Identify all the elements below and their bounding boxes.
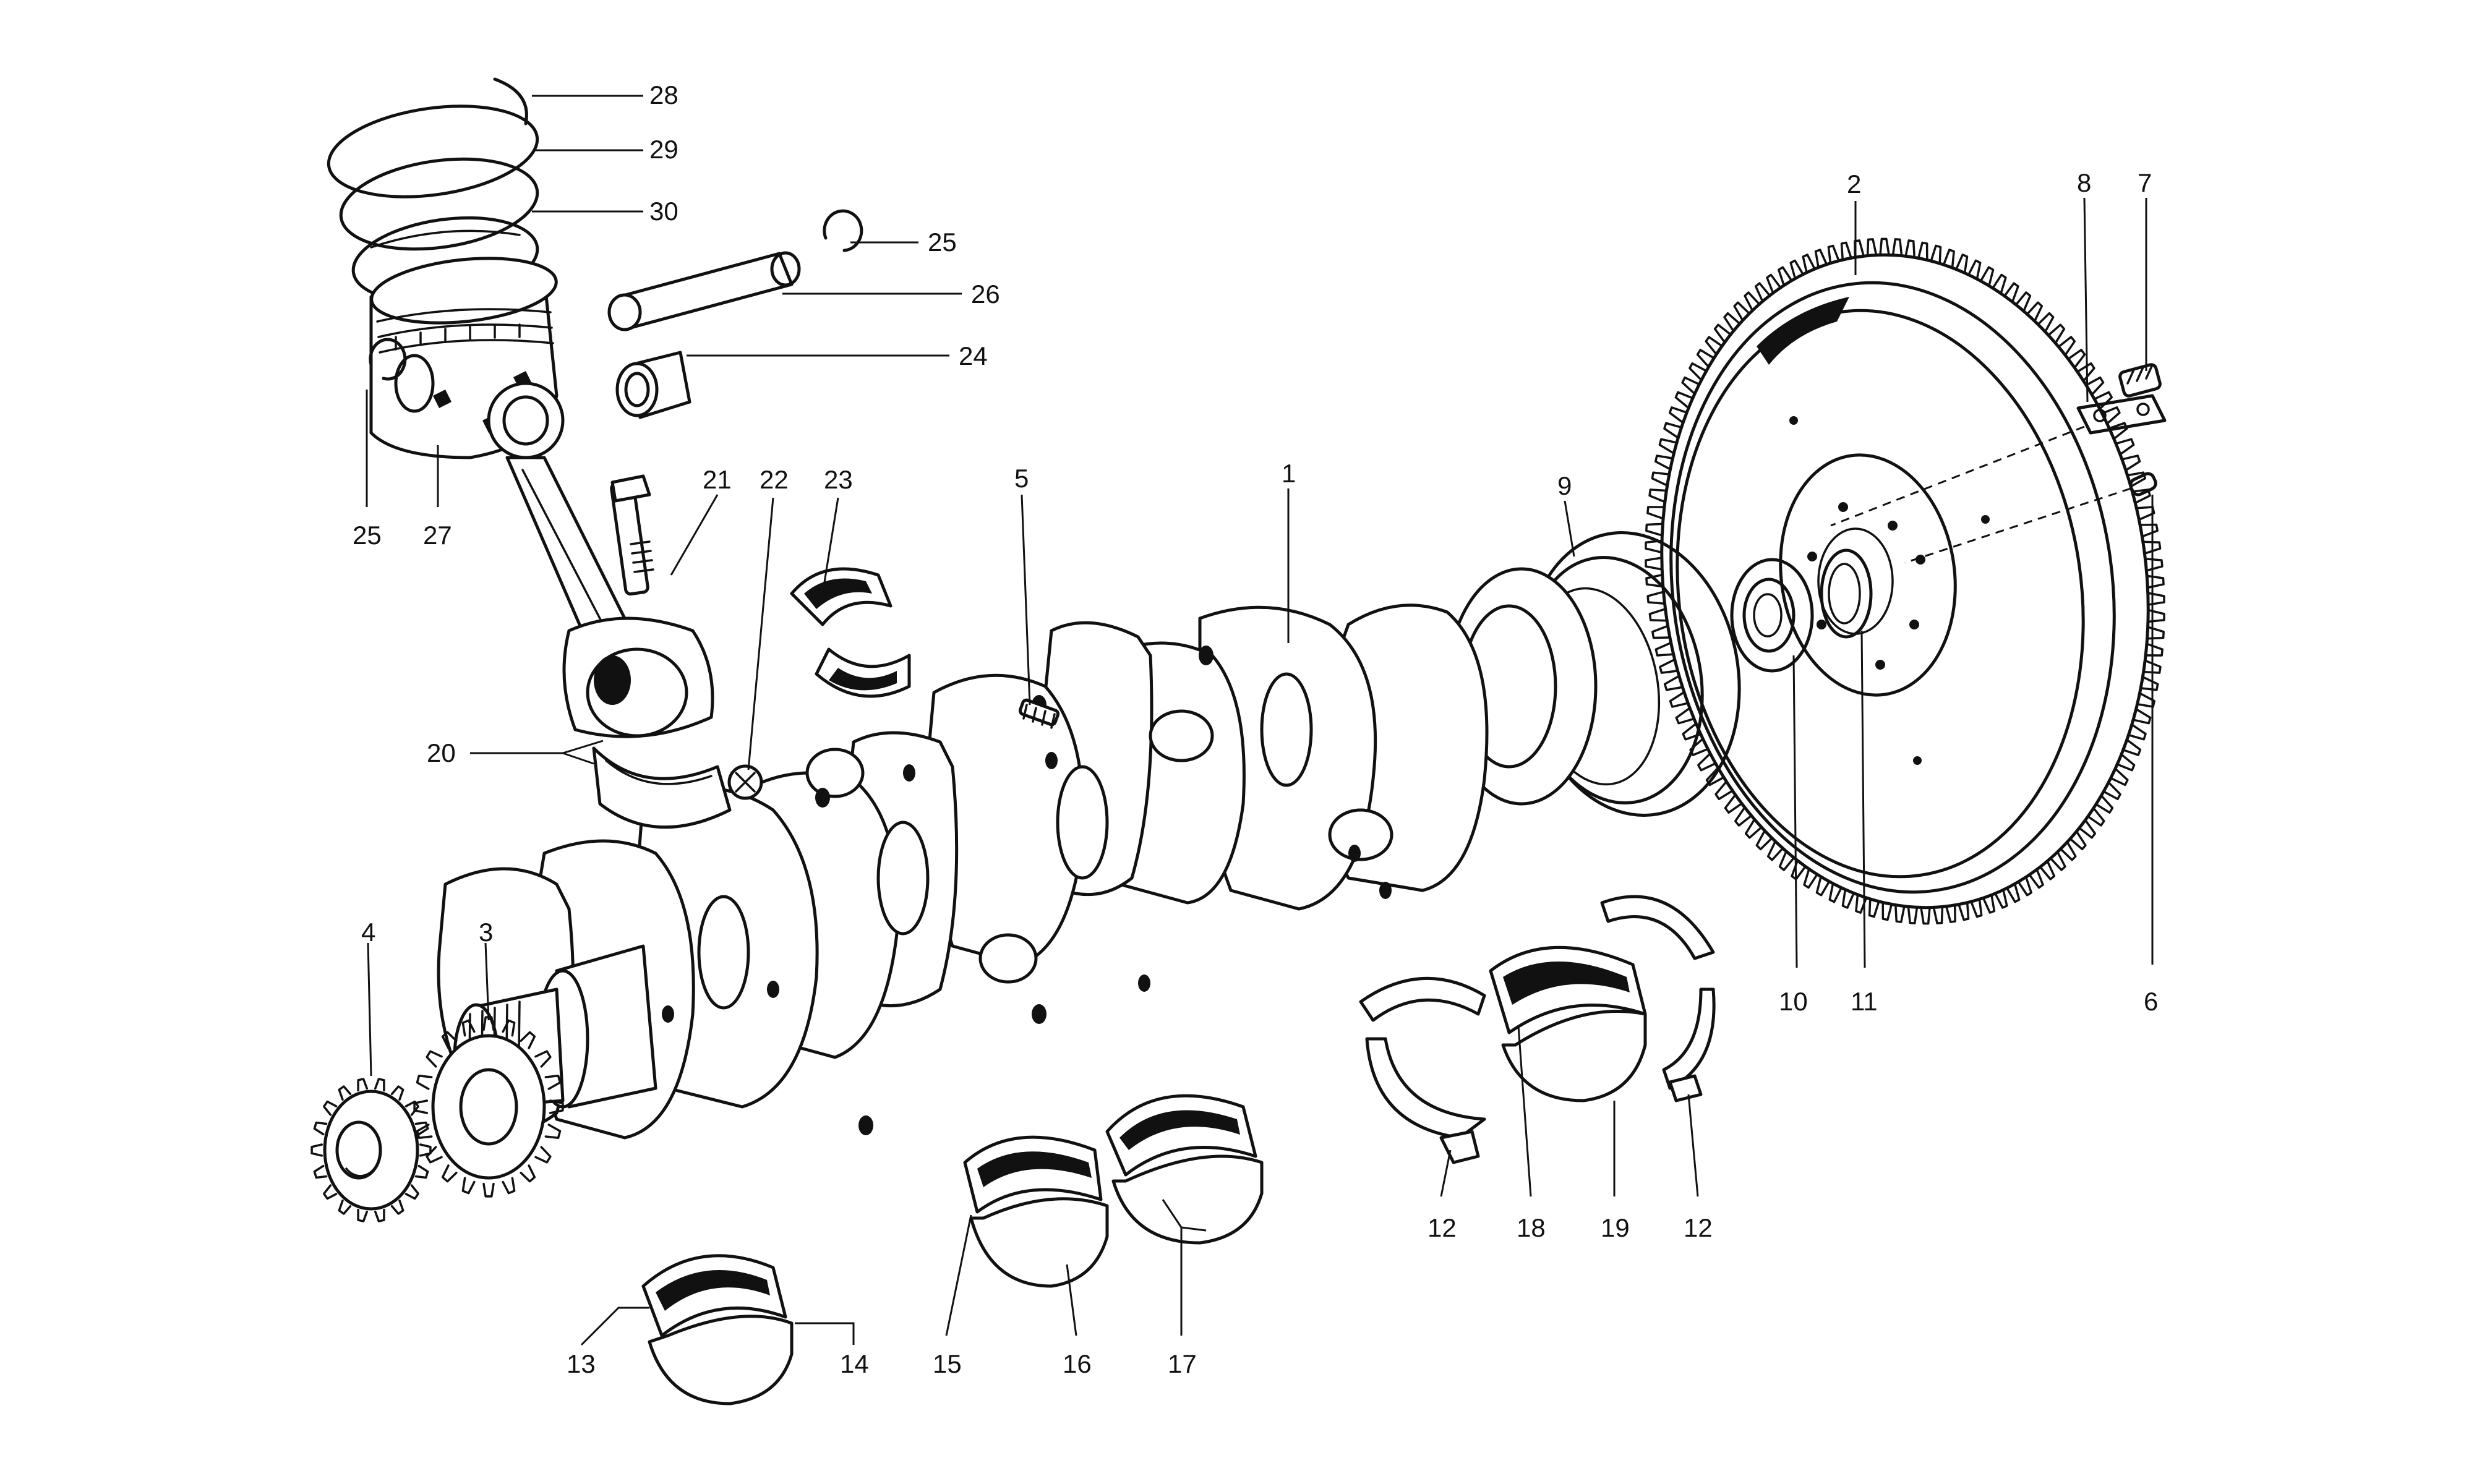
callout-22: 22 bbox=[760, 465, 789, 494]
callout-24: 24 bbox=[959, 341, 988, 370]
callout-23: 23 bbox=[824, 465, 853, 494]
callout-26: 26 bbox=[971, 279, 1000, 309]
bolt-plate-dowel bbox=[1830, 363, 2167, 564]
conrod-bearing-shells bbox=[790, 567, 911, 698]
callout-16: 16 bbox=[1063, 1349, 1092, 1378]
callout-13: 13 bbox=[567, 1349, 596, 1378]
wrist-pin bbox=[607, 251, 801, 331]
callout-20: 20 bbox=[427, 738, 456, 767]
callout-5: 5 bbox=[1014, 464, 1029, 493]
main-bearing-shells-17 bbox=[1105, 1094, 1264, 1245]
callout-14: 14 bbox=[840, 1349, 869, 1378]
circlips bbox=[369, 209, 863, 381]
callout-30: 30 bbox=[649, 197, 678, 226]
pilot-bearing bbox=[1730, 548, 1873, 673]
callout-4: 4 bbox=[361, 918, 375, 947]
callout-17: 17 bbox=[1168, 1349, 1197, 1378]
callout-3: 3 bbox=[479, 918, 493, 947]
callout-27: 27 bbox=[423, 521, 452, 550]
callout-11: 11 bbox=[1851, 987, 1878, 1016]
callout-labels: 1 2 3 4 5 6 7 8 9 10 11 12 12 13 14 15 1… bbox=[353, 80, 2158, 1378]
callout-15: 15 bbox=[933, 1349, 962, 1378]
callout-18: 18 bbox=[1517, 1213, 1546, 1242]
timing-gears bbox=[310, 1016, 564, 1222]
thrust-washers-and-shells bbox=[1359, 895, 1716, 1164]
callout-25a: 25 bbox=[928, 228, 957, 257]
main-bearing-shells-13-14 bbox=[641, 1254, 794, 1405]
callout-25b: 25 bbox=[353, 521, 382, 550]
flywheel bbox=[1645, 237, 2165, 925]
callout-19: 19 bbox=[1601, 1213, 1630, 1242]
connecting-rod bbox=[487, 382, 763, 829]
callout-28: 28 bbox=[649, 80, 678, 109]
callout-12a: 12 bbox=[1427, 1213, 1457, 1242]
callout-21: 21 bbox=[703, 465, 732, 494]
callout-12b: 12 bbox=[1684, 1213, 1713, 1242]
leader-lines bbox=[366, 95, 2154, 1346]
callout-7: 7 bbox=[2138, 168, 2152, 197]
crankshaft bbox=[437, 567, 1598, 1140]
callout-8: 8 bbox=[2077, 168, 2091, 197]
main-bearing-shells-15-16 bbox=[963, 1135, 1109, 1288]
callout-6: 6 bbox=[2144, 987, 2158, 1016]
callout-10: 10 bbox=[1779, 987, 1808, 1016]
pin-bushing bbox=[615, 351, 691, 419]
callout-9: 9 bbox=[1557, 471, 1572, 500]
callout-1: 1 bbox=[1282, 459, 1296, 488]
callout-2: 2 bbox=[1847, 169, 1861, 198]
plug-stud bbox=[1018, 698, 1060, 729]
callout-29: 29 bbox=[649, 135, 678, 164]
